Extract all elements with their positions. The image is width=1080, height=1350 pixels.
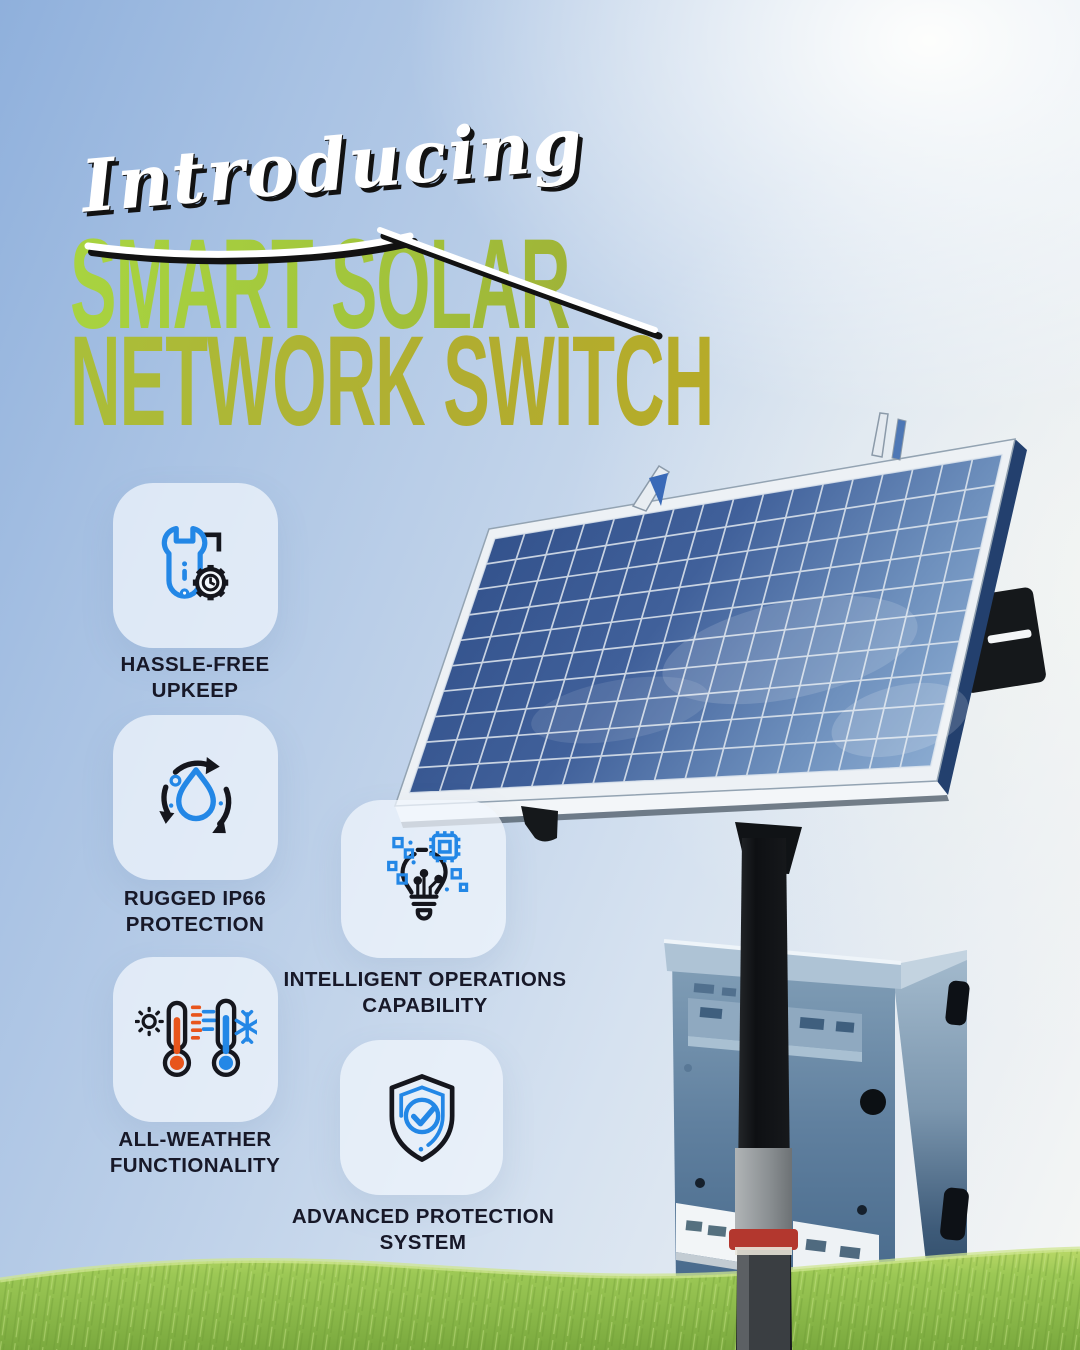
feature-card-ip66 (113, 715, 278, 880)
pole-clamp-ring (729, 1229, 798, 1250)
thermometers-icon (134, 998, 257, 1077)
headline-block: SMART SOLAR NETWORK SWITCH Introducing (0, 0, 1080, 460)
solar-panel (393, 412, 1027, 842)
feature-card-upkeep (113, 483, 278, 648)
wrench-gear-icon (161, 525, 228, 600)
feature-label-upkeep: HASSLE-FREE UPKEEP (120, 653, 270, 702)
feature-label-ip66: RUGGED IP66 PROTECTION (123, 887, 267, 936)
feature-card-all-weather (113, 957, 278, 1122)
panel-mounting-tabs (631, 412, 907, 512)
mounting-pole (729, 838, 798, 1350)
grass-field (0, 1246, 1080, 1350)
title-line-1: SMART SOLAR (70, 213, 571, 356)
feature-card-protection (340, 1040, 503, 1195)
switch-enclosure-box (663, 939, 970, 1299)
feature-label-all-weather: ALL-WEATHER FUNCTIONALITY (109, 1128, 281, 1177)
feature-label-protection: ADVANCED PROTECTION SYSTEM (291, 1205, 555, 1254)
feature-card-intelligent (341, 800, 506, 958)
shield-check-icon (389, 1073, 454, 1162)
bulb-chip-icon (386, 831, 468, 921)
droplet-cycle-icon (158, 756, 231, 833)
feature-label-intelligent: INTELLIGENT OPERATIONS CAPABILITY (283, 968, 567, 1017)
script-underline-flourish (84, 227, 663, 340)
title-line-2: NETWORK SWITCH (70, 310, 714, 453)
